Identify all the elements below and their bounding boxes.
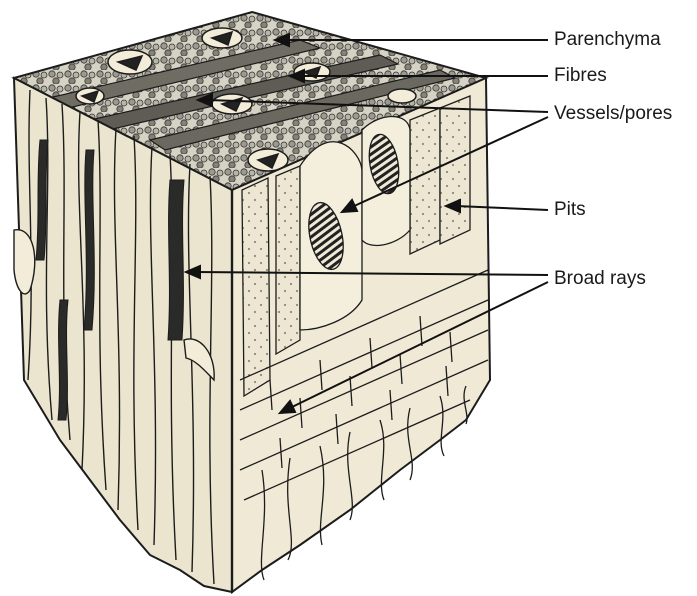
label-pits: Pits	[554, 200, 586, 219]
label-parenchyma: Parenchyma	[554, 30, 661, 49]
label-fibres: Fibres	[554, 66, 607, 85]
label-vessels-pores: Vessels/pores	[554, 104, 672, 123]
label-broad-rays: Broad rays	[554, 269, 646, 288]
